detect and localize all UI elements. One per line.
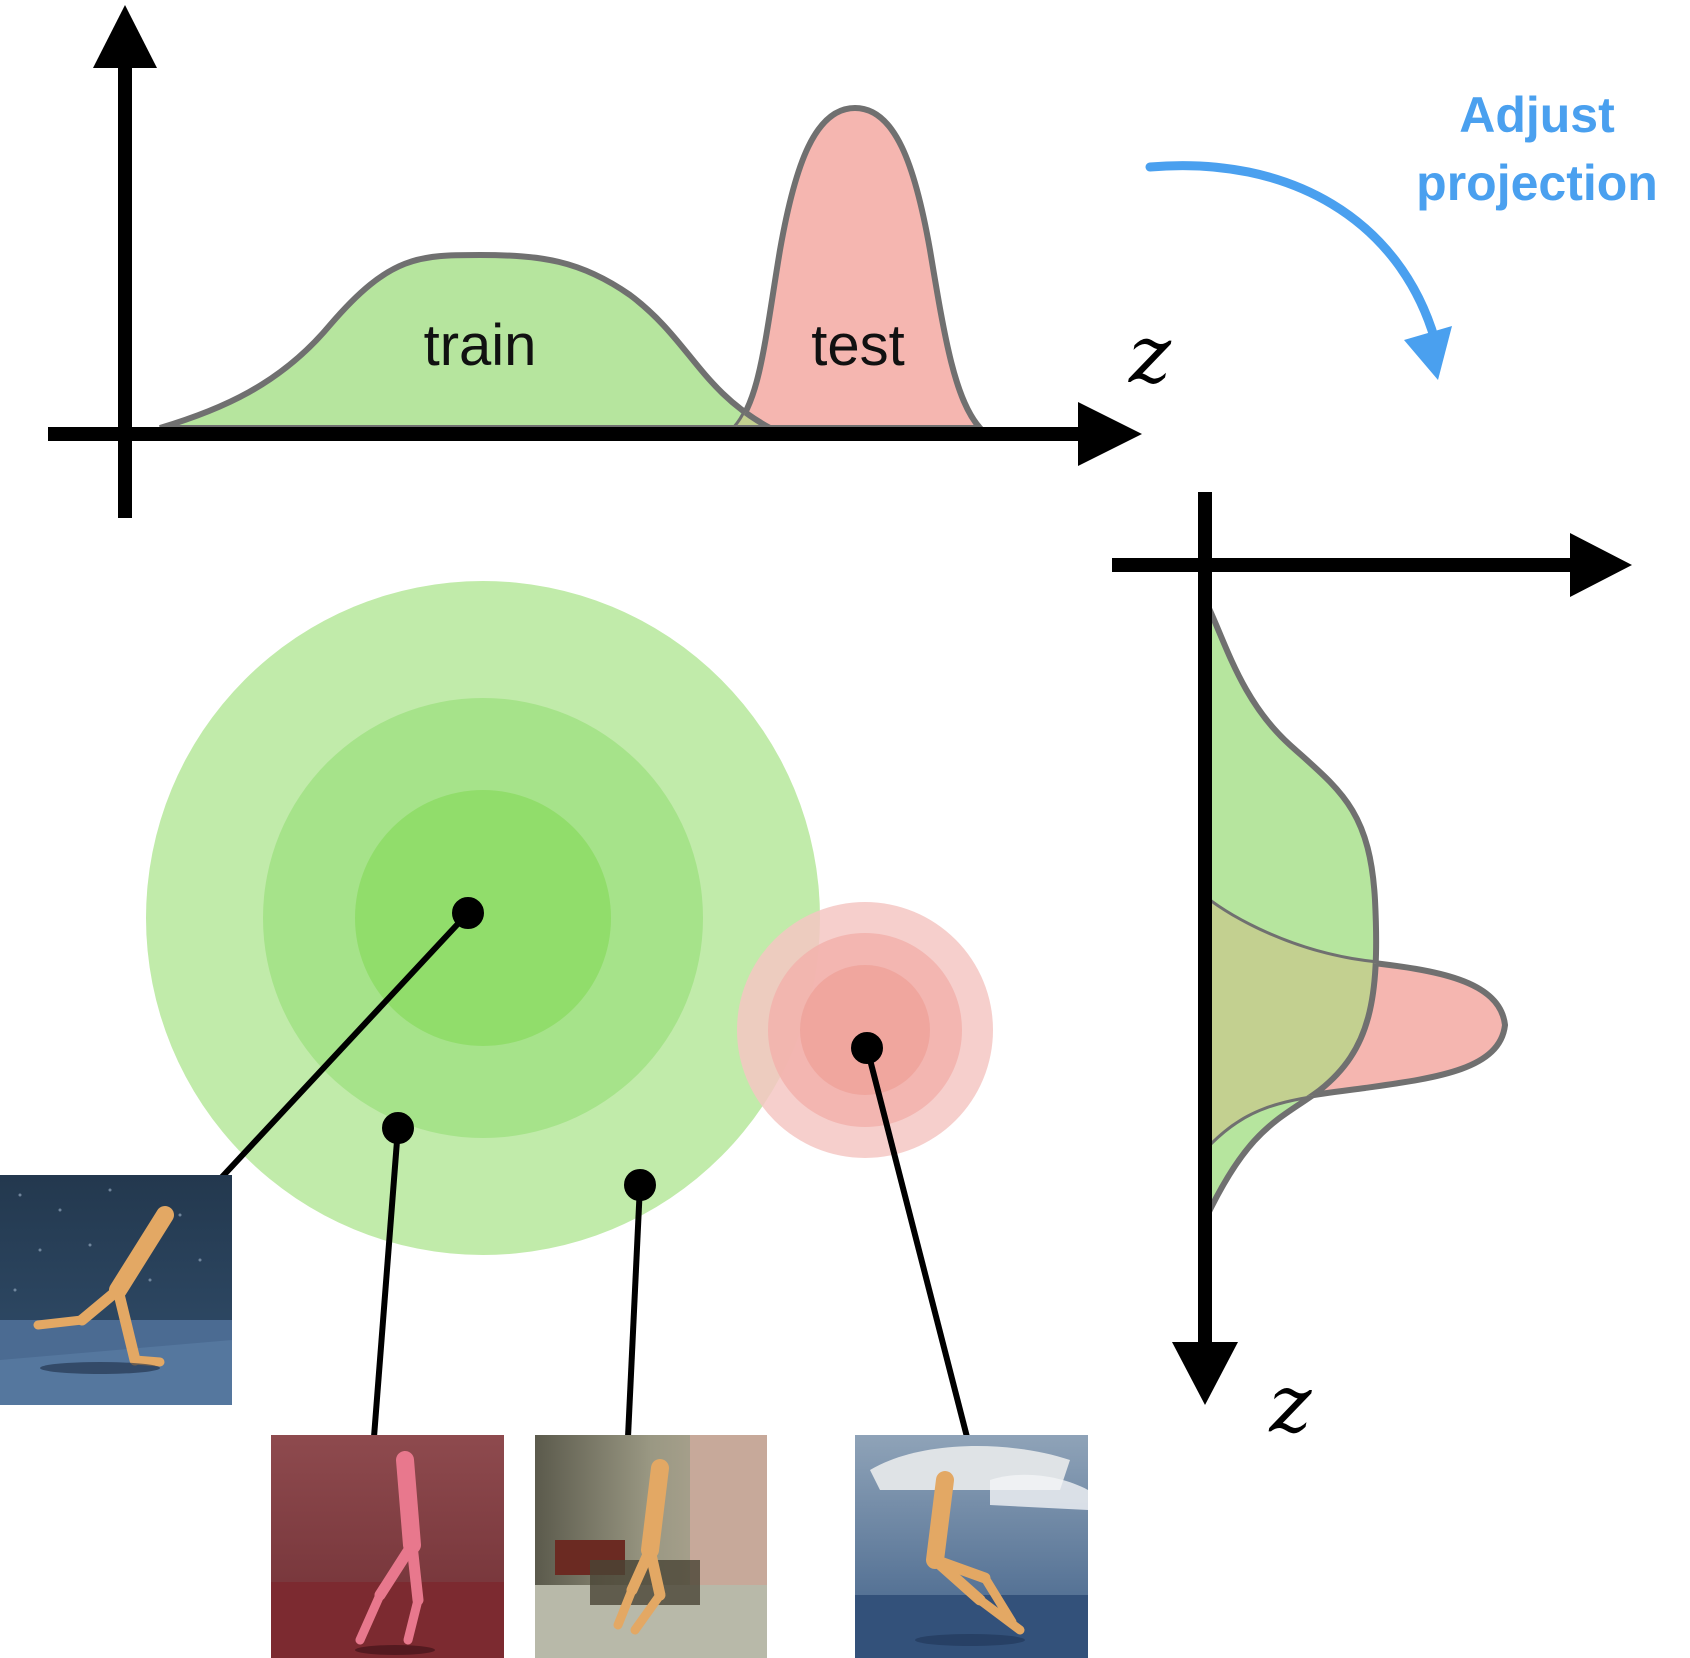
right-horizontal-axis-arrowhead-icon <box>1570 533 1632 597</box>
top-x-axis-arrowhead-icon <box>1078 402 1142 466</box>
sample-connectors <box>219 897 970 1438</box>
top-y-axis-arrowhead-icon <box>93 5 157 68</box>
thumbnail-walker-red-floor <box>271 1435 504 1658</box>
right-vertical-axis-arrowhead-icon <box>1172 1342 1238 1405</box>
test-cluster-inner <box>800 965 930 1095</box>
curved-arrow-icon <box>1145 161 1440 345</box>
walker-robot-icon <box>355 1451 424 1645</box>
adjust-projection-annotation: Adjust projection <box>1145 87 1658 380</box>
top-axis-z-label: z <box>1128 308 1172 401</box>
latent-space-clusters <box>146 581 993 1255</box>
thumbnail-walker-boat <box>855 1435 1088 1658</box>
connector-2 <box>371 1127 401 1438</box>
sample-point-1 <box>452 897 484 929</box>
test-density-curve <box>728 104 987 431</box>
right-density-plot: z <box>1112 492 1632 1464</box>
sample-point-4 <box>851 1032 883 1064</box>
connector-4 <box>864 1047 970 1438</box>
projection-label: projection <box>1416 155 1658 211</box>
thumbnail-walker-dark-sky <box>0 1175 232 1405</box>
sample-point-2 <box>382 1112 414 1144</box>
train-label: train <box>424 313 537 378</box>
connector-3 <box>625 1184 643 1438</box>
thumbnail-walker-room <box>535 1435 767 1658</box>
connector-1 <box>219 910 471 1180</box>
sample-point-3 <box>624 1169 656 1201</box>
top-density-plot: train test z <box>48 5 1172 518</box>
walker-robot-icon <box>613 1459 669 1635</box>
walker-robot-icon <box>33 1206 174 1367</box>
train-density-curve <box>159 251 772 431</box>
walker-robot-icon <box>926 1471 1025 1635</box>
adjust-label: Adjust <box>1459 87 1615 143</box>
curved-arrow-head-icon <box>1404 326 1452 380</box>
right-axis-z-label: z <box>1268 1371 1312 1464</box>
test-label: test <box>811 313 905 378</box>
